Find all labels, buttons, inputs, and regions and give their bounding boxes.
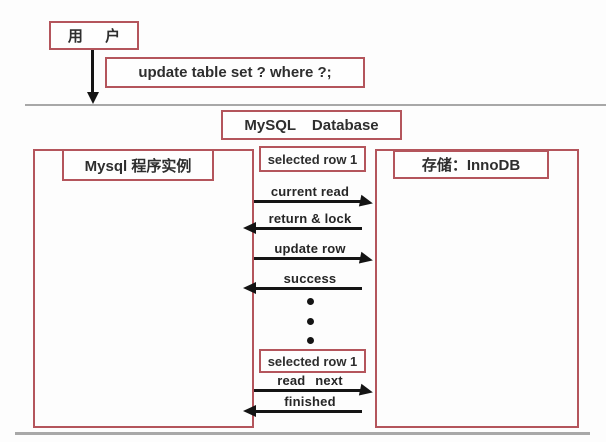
mysql-database-box: MySQL Database xyxy=(221,110,402,140)
innodb-storage-panel xyxy=(375,149,579,428)
arrow-current-read xyxy=(254,200,362,203)
message-label-finished: finished xyxy=(284,394,336,409)
top-divider xyxy=(25,104,606,106)
arrow-return-lock xyxy=(243,222,362,234)
ellipsis-dot xyxy=(307,298,314,305)
message-label-return-lock: return & lock xyxy=(268,211,352,226)
selected-row-box-bottom: selected row 1 xyxy=(259,349,366,373)
sql-query-box: update table set ? where ?; xyxy=(105,57,365,88)
arrow-success xyxy=(243,282,362,294)
message-label-update-row: update row xyxy=(274,241,346,256)
message-label-read-next: read next xyxy=(277,373,343,388)
message-label-success: success xyxy=(283,271,337,286)
mysql-instance-panel xyxy=(33,149,254,428)
mysql-instance-title: Mysql 程序实例 xyxy=(62,149,214,181)
selected-row-box-top: selected row 1 xyxy=(259,146,366,172)
innodb-storage-title: 存储：InnoDB xyxy=(393,150,549,179)
ellipsis-dot xyxy=(307,337,314,344)
message-label-current-read: current read xyxy=(270,184,350,199)
arrow-update-row xyxy=(254,257,362,260)
user-flow-arrow-line xyxy=(91,50,94,94)
user-box: 用 户 xyxy=(49,21,139,50)
bottom-divider xyxy=(15,432,590,435)
arrow-read-next xyxy=(254,389,362,392)
user-flow-arrow-head xyxy=(87,92,99,104)
arrow-finished xyxy=(243,405,362,417)
ellipsis-dot xyxy=(307,318,314,325)
